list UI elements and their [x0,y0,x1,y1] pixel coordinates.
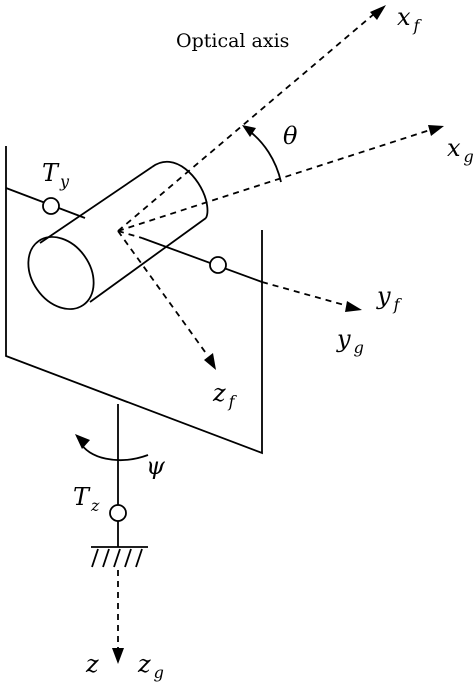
x-g-arrowhead [428,125,444,136]
x-f-axis [117,13,375,232]
y-f-arrowhead [345,301,362,312]
y-f-axis [261,281,349,307]
psi-arrowhead [75,434,90,449]
pitch-axis-right [141,237,263,283]
pitch-joint-right [209,256,227,274]
label-z: z [85,650,99,678]
z-f-axis [117,230,209,357]
z-arrowhead [112,648,124,664]
psi-arc [79,441,149,461]
outer-frame [5,146,263,455]
optical-axis-caption: Optical axis [176,30,289,52]
label-theta: θ [283,122,298,150]
theta-arc [247,129,282,183]
tz-joint [109,504,127,522]
ty-joint [42,197,60,215]
x-g-axis [117,129,431,232]
x-f-arrowhead [370,5,386,20]
z-f-arrowhead [204,353,216,370]
label-psi: ψ [146,452,166,480]
theta-arrowhead [242,125,256,137]
y-g-axis [117,230,143,239]
camera-cylinder [27,160,209,310]
ground-symbol [91,546,148,568]
